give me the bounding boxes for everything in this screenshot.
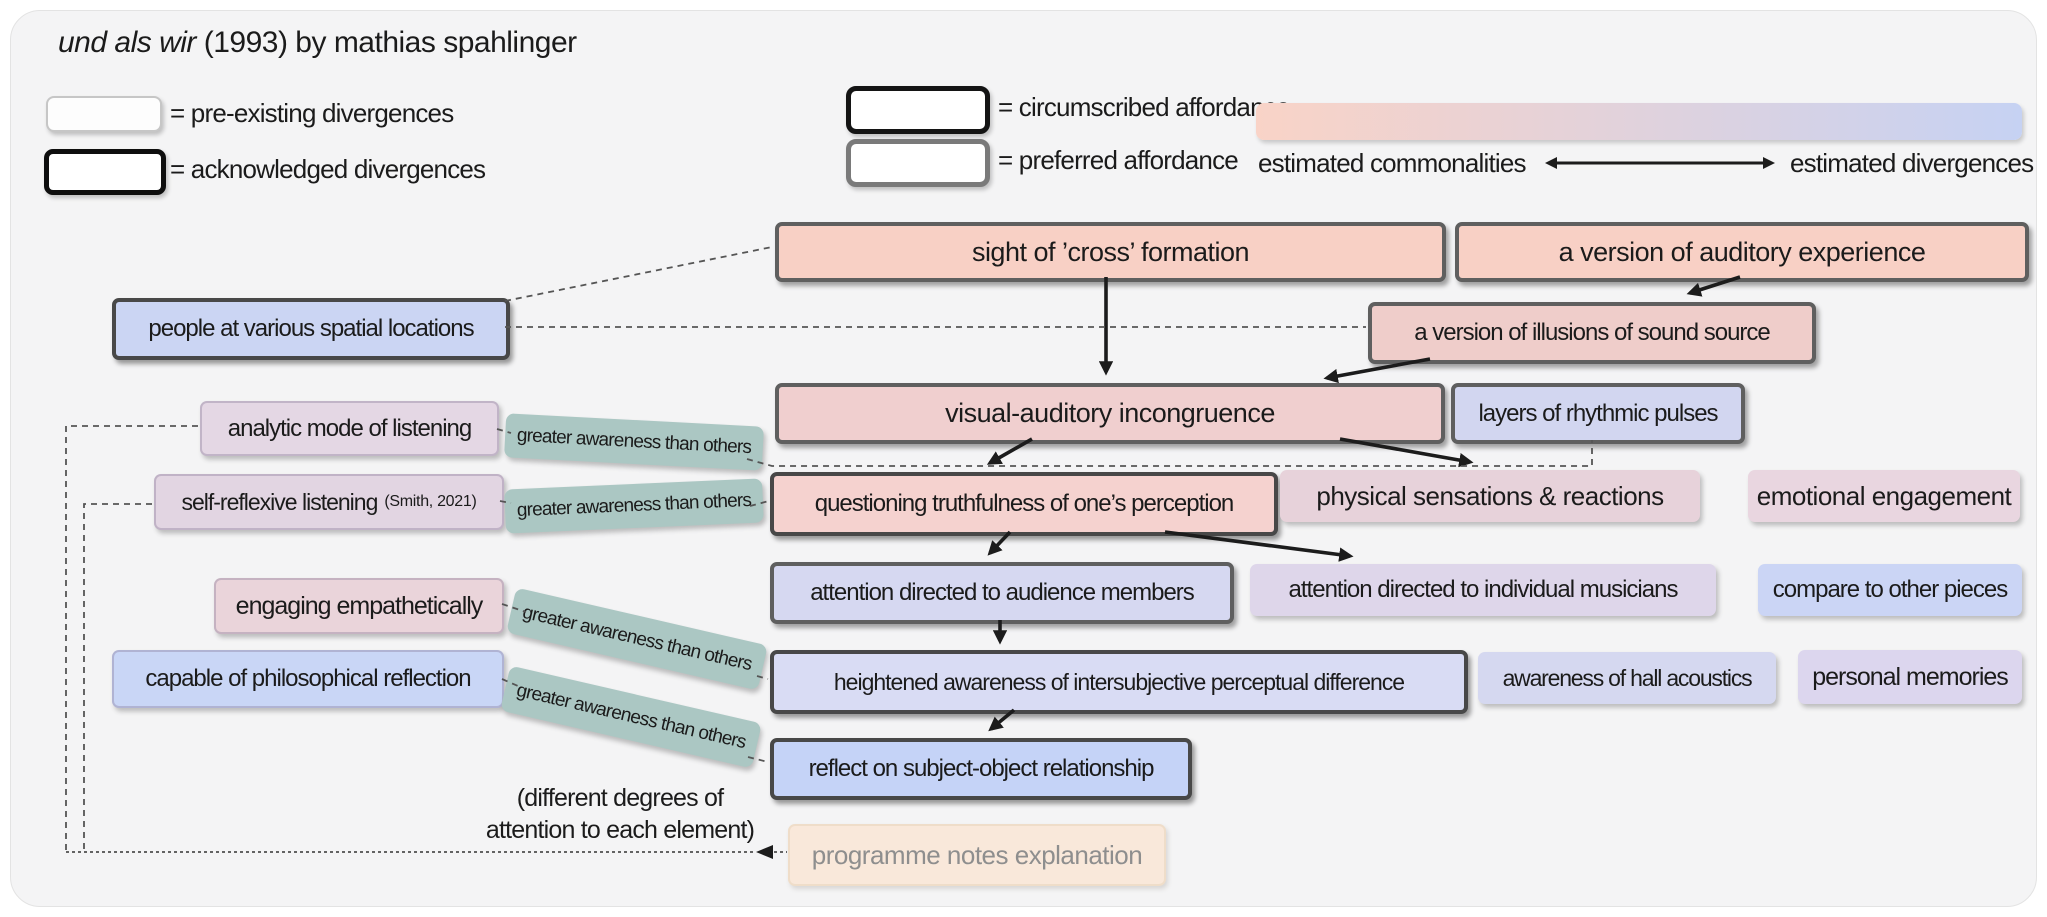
work-title-rest: (1993) by mathias spahlinger [195,26,577,59]
node-version-of-auditory-experience: a version of auditory experience [1455,222,2029,282]
legend-label-acknowledged: = acknowledged divergences [170,154,486,184]
node-visual-auditory-incongruence: visual-auditory incongruence [775,383,1445,444]
node-sight-of-cross-formation: sight of ’cross’ formation [775,222,1446,282]
node-engaging-empathetically: engaging empathetically [214,578,504,634]
node-heightened-awareness-perceptual-difference: heightened awareness of intersubjective … [770,650,1468,714]
node-physical-sensations-reactions: physical sensations & reactions [1280,470,1700,522]
legend-label-preferred: = preferred affordance [998,145,1239,175]
node-analytic-mode-of-listening: analytic mode of listening [200,401,499,456]
node-attention-individual-musicians: attention directed to individual musicia… [1250,564,1716,616]
node-layers-of-rhythmic-pulses: layers of rhythmic pulses [1451,383,1745,444]
self-reflexive-label: self-reflexive listening [181,488,378,515]
node-questioning-truthfulness: questioning truthfulness of one’s percep… [770,472,1278,536]
gradient-left-label: estimated commonalities [1258,148,1527,178]
node-capable-of-philosophical-reflection: capable of philosophical reflection [112,650,504,708]
node-compare-to-other-pieces: compare to other pieces [1758,564,2022,616]
legend-swatch-circumscribed [846,86,990,134]
work-title: und als wir [58,26,196,59]
legend-swatch-preferred [846,139,990,187]
node-programme-notes-explanation: programme notes explanation [788,824,1166,886]
commonality-divergence-gradient-bar [1256,103,2022,140]
node-self-reflexive-listening: self-reflexive listening (Smith, 2021) [154,474,504,530]
node-attention-audience-members: attention directed to audience members [770,562,1234,624]
node-reflect-on-subject-object-relationship: reflect on subject-object relationship [770,738,1192,800]
legend-label-pre-existing: = pre-existing divergences [170,98,454,128]
legend-label-circumscribed: = circumscribed affordance [998,92,1290,122]
self-reflexive-citation: (Smith, 2021) [384,493,477,510]
node-personal-memories: personal memories [1798,650,2022,704]
node-emotional-engagement: emotional engagement [1748,470,2020,522]
legend-swatch-pre-existing [46,96,162,132]
different-degrees-line1: (different degrees of [516,784,724,812]
annotation-different-degrees: (different degrees of attention to each … [462,782,778,846]
node-awareness-of-hall-acoustics: awareness of hall acoustics [1478,652,1776,704]
node-people-at-various-spatial-locations: people at various spatial locations [112,298,510,360]
legend-swatch-acknowledged [44,149,166,195]
different-degrees-line2: attention to each element) [485,816,755,844]
figure-title: und als wir (1993) by mathias spahlinger [58,26,577,60]
node-version-of-illusions-of-sound-source: a version of illusions of sound source [1368,302,1816,364]
gradient-right-label: estimated divergences [1790,148,2034,178]
